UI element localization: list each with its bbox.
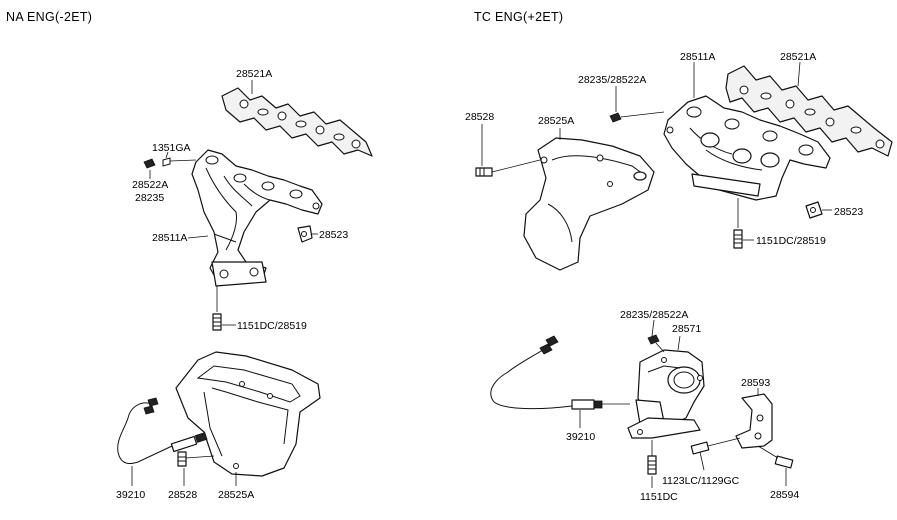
label-na-28522a: 28522A	[132, 179, 168, 191]
label-tc-28523: 28523	[834, 206, 863, 218]
label-tc-manifold: 28511A	[680, 51, 715, 63]
tc-turbo-support	[627, 417, 701, 439]
label-na-39210: 39210	[116, 489, 145, 501]
tc-manifold-gasket	[725, 65, 893, 157]
label-na-gasket: 28521A	[236, 68, 272, 80]
tc-turbo-outlet	[635, 349, 705, 429]
tc-oxygen-sensor	[490, 335, 630, 410]
na-engine-heading: NA ENG(-2ET)	[6, 10, 92, 24]
label-na-28523: 28523	[319, 229, 348, 241]
label-tc-39210: 39210	[566, 431, 595, 443]
label-tc-28571: 28571	[672, 323, 701, 335]
tc-stud-nut	[609, 111, 665, 123]
na-stud-nut	[143, 157, 197, 169]
na-manifold-bolt	[212, 313, 222, 331]
tc-heat-shield	[523, 137, 655, 271]
tc-bolts-1123lc-1129gc	[690, 437, 741, 455]
label-na-manifold: 28511A	[152, 232, 187, 244]
label-tc-turbo-28235-28522a: 28235/28522A	[620, 309, 688, 321]
na-heat-shield	[175, 351, 321, 477]
na-oxygen-sensor	[117, 397, 208, 465]
label-tc-28235-28522a: 28235/28522A	[578, 74, 646, 86]
label-tc-1151dc: 1151DC	[640, 491, 678, 503]
label-tc-28528: 28528	[465, 111, 494, 123]
tc-bolt-1151dc	[647, 440, 657, 475]
tc-turbo-stud-nut	[647, 334, 665, 353]
label-tc-28593: 28593	[741, 377, 770, 389]
tc-bolt-28594	[757, 445, 794, 469]
tc-manifold-bolt	[733, 229, 743, 249]
na-manifold-gasket	[221, 87, 373, 157]
label-tc-1151dc-28519: 1151DC/28519	[756, 235, 826, 247]
tc-shield-bolt	[475, 159, 541, 177]
tc-engine-heading: TC ENG(+2ET)	[474, 10, 563, 24]
label-tc-gasket: 28521A	[780, 51, 816, 63]
na-shield-bolt	[177, 451, 215, 467]
label-tc-1123lc-1129gc: 1123LC/1129GC	[662, 475, 740, 487]
label-na-28525a: 28525A	[218, 489, 254, 501]
label-na-28235: 28235	[135, 192, 164, 204]
na-bracket-28523	[297, 225, 313, 243]
label-na-1151dc: 1151DC/28519	[237, 320, 307, 332]
label-tc-28594: 28594	[770, 489, 799, 501]
tc-exhaust-manifold	[663, 95, 831, 201]
tc-bracket-28593	[735, 393, 773, 449]
tc-bracket-28523	[805, 201, 823, 219]
na-exhaust-manifold	[191, 149, 323, 287]
label-tc-28525a: 28525A	[538, 115, 574, 127]
label-na-28528: 28528	[168, 489, 197, 501]
label-na-1351ga: 1351GA	[152, 142, 191, 154]
